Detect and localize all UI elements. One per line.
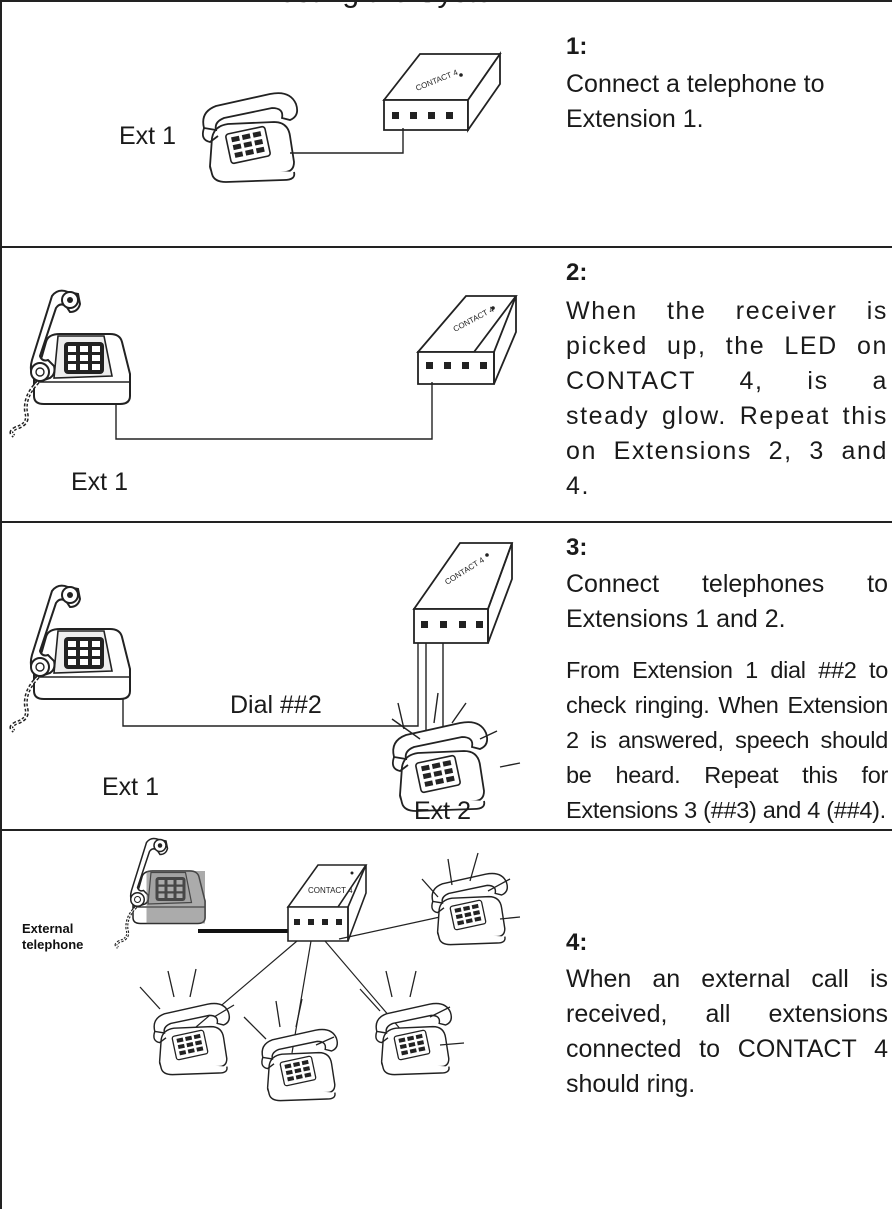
telephone-icon <box>431 872 509 946</box>
panel-divider <box>0 521 892 523</box>
telephone-icon <box>375 1002 453 1076</box>
telephone-icon <box>9 288 132 438</box>
contact4-box-icon <box>412 542 514 644</box>
external-telephone-label-line1: External <box>22 921 73 936</box>
step-instruction: When an external call is received, all e… <box>566 965 888 1098</box>
panel-divider <box>0 829 892 831</box>
page-heading: Testing the System <box>264 0 517 10</box>
step-panel-2: CONTACT 4 Ext 1 2: When the receiver is … <box>0 248 892 521</box>
telephone-icon <box>9 583 132 733</box>
step-instruction: Connect a telephone to Extension 1. <box>566 70 825 133</box>
ext1-label: Ext 1 <box>119 122 176 150</box>
step-1-diagram: CONTACT 4 Ext 1 <box>119 51 502 183</box>
step-instruction: From Extension 1 dial ##2 to check ringi… <box>566 657 888 823</box>
external-telephone-icon <box>114 837 207 949</box>
contact4-box-icon <box>286 864 368 942</box>
step-panel-1: CONTACT 4 Ext 1 1: Connect a telephone t… <box>0 0 892 246</box>
step-number: 2: <box>566 259 588 286</box>
step-number: 4: <box>566 929 588 956</box>
ext1-label: Ext 1 <box>102 773 159 801</box>
telephone-icon <box>201 92 299 183</box>
step-number: 3: <box>566 534 588 561</box>
ringing-lines <box>139 852 521 1046</box>
step-instruction: When the receiver is picked up, the LED … <box>566 297 888 500</box>
step-instruction: Connect telephones to Extensions 1 and 2… <box>566 570 888 633</box>
ext1-label: Ext 1 <box>71 468 128 496</box>
step-number: 1: <box>566 33 588 60</box>
panel-divider <box>0 0 892 2</box>
contact4-box-label: CONTACT 4 <box>308 886 353 895</box>
ringing-lines <box>391 692 521 768</box>
contact4-box-icon <box>416 295 518 385</box>
step-2-diagram: CONTACT 4 Ext 1 <box>9 288 518 496</box>
step-panel-4: External telephone CONTACT 4 4: When an … <box>0 831 892 1209</box>
dial-instruction-label: Dial ##2 <box>230 691 322 719</box>
ext2-label: Ext 2 <box>414 797 471 825</box>
panel-divider <box>0 246 892 248</box>
step-panel-3: CONTACT 4 Dial ##2 Ext 1 Ext 2 3: Connec… <box>0 523 892 829</box>
external-telephone-label-line2: telephone <box>22 937 83 952</box>
step-4-diagram: External telephone CONTACT 4 <box>22 837 521 1102</box>
contact4-box-icon <box>382 51 502 133</box>
step-3-diagram: CONTACT 4 Dial ##2 Ext 1 Ext 2 <box>9 542 521 825</box>
left-border <box>0 0 2 1209</box>
